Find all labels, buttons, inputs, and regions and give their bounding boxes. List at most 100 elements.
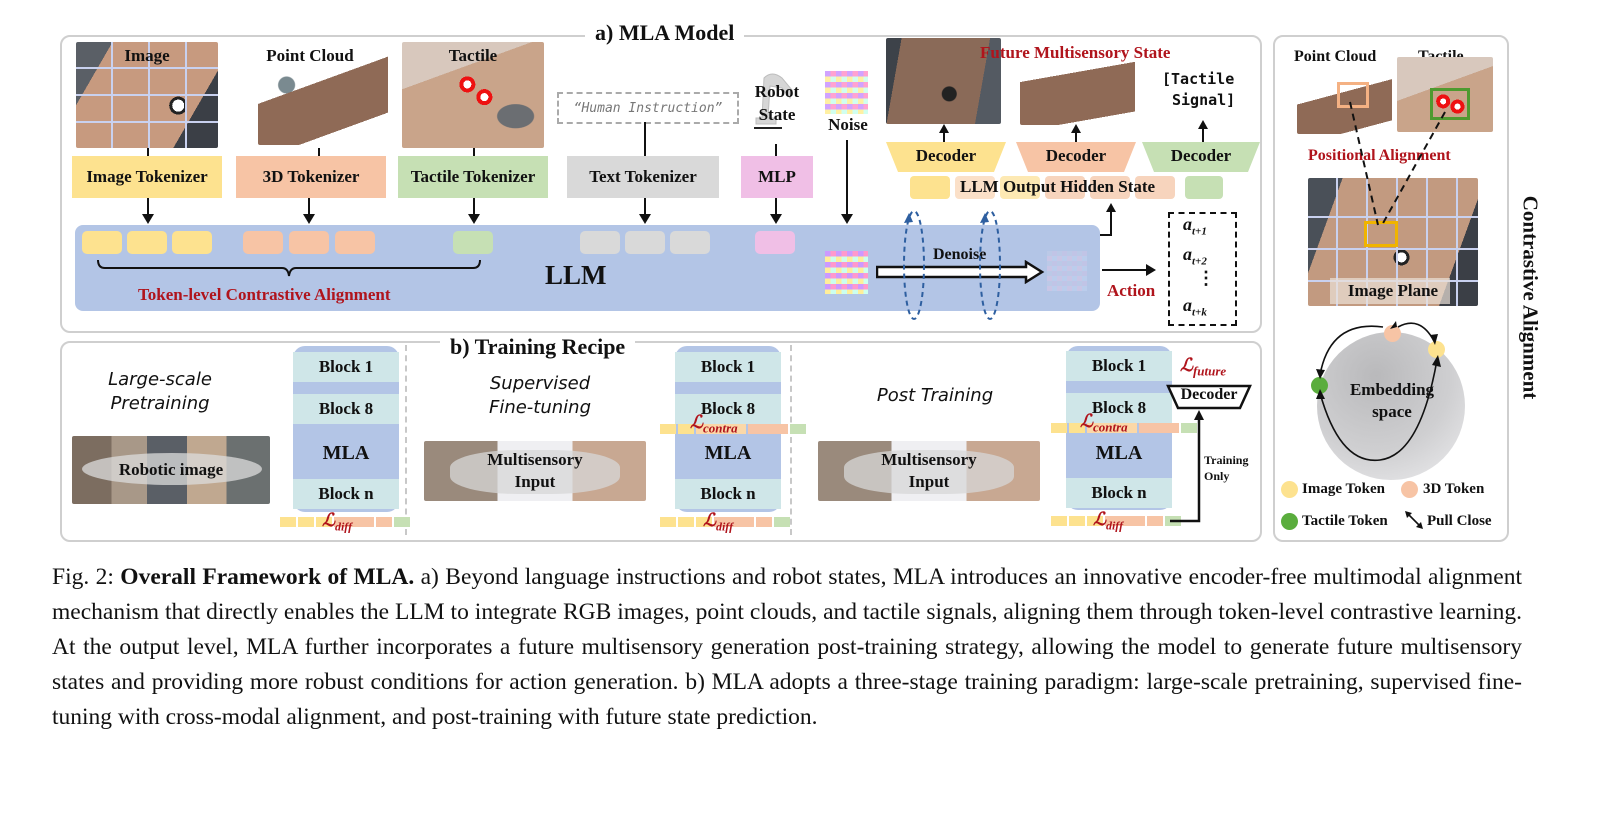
action-item: at+1 (1183, 214, 1207, 238)
embedding-label-1: Embedding (1349, 380, 1435, 399)
stage-1-title: Large-scale Pretraining (108, 369, 212, 414)
3d-token (289, 231, 329, 254)
image-plane-label-bg (1330, 278, 1450, 304)
robot-state-label-1: Robot (754, 82, 800, 101)
image-label: Image (124, 46, 170, 65)
mlp-token (755, 231, 795, 254)
arrow-up (1106, 203, 1116, 236)
legend-pull-close: Pull Close (1427, 513, 1492, 529)
action-item: at+2 (1183, 244, 1207, 268)
denoise-label: Denoise (933, 246, 987, 263)
arrow-down (841, 140, 853, 224)
diff-token-strip (660, 517, 790, 527)
training-only-arrow (1170, 410, 1204, 523)
future-point-cloud-photo (1020, 55, 1135, 125)
tactile-tokenizer: Tactile Tokenizer (398, 156, 548, 198)
block-1: Block 1 (675, 352, 781, 382)
text-token (625, 231, 665, 254)
image-token-dot (1428, 341, 1445, 358)
tactile-label: Tactile (448, 46, 498, 65)
denoise-loop-icon (903, 210, 1001, 320)
text-tokenizer: Text Tokenizer (567, 156, 719, 198)
tactile-signal-line2: Signal] (1172, 91, 1236, 109)
stage-divider (790, 345, 792, 535)
block-8: Block 8 (293, 394, 399, 424)
connector-line (775, 144, 777, 156)
stage-3-title: Post Training (876, 385, 994, 406)
3d-token (243, 231, 283, 254)
noise-input-patch (825, 251, 868, 294)
robotic-image-label: Robotic image (118, 460, 224, 479)
noise-patch (825, 71, 868, 114)
block-n: Block n (293, 479, 399, 509)
robot-state-label-2: State (758, 105, 796, 124)
section-b-title: b) Training Recipe (440, 334, 636, 360)
legend-tactile-token: Tactile Token (1302, 513, 1388, 529)
noise-label: Noise (828, 115, 868, 134)
loss-diff: ℒdiff (1093, 509, 1124, 533)
multisensory-label-1: Multisensory (881, 450, 977, 469)
human-instruction-box: “Human Instruction” (557, 92, 739, 124)
action-sequence-box (1168, 212, 1237, 326)
embedding-label-2: space (1372, 402, 1412, 421)
image-token (172, 231, 212, 254)
loss-diff: ℒdiff (703, 510, 734, 534)
hidden-token (955, 176, 995, 199)
arrow-up (1071, 124, 1081, 142)
block-n: Block n (1066, 478, 1172, 508)
block-1: Block 1 (1066, 351, 1172, 381)
mlp-box: MLP (741, 156, 813, 198)
alignment-dashed-lines (1349, 101, 1446, 226)
caption-title: Overall Framework of MLA. (120, 564, 415, 590)
hidden-token (1185, 176, 1223, 199)
future-image-photo (886, 38, 1001, 124)
connector-line (318, 148, 320, 156)
stage-divider (405, 345, 407, 535)
legend-3d-token: 3D Token (1423, 481, 1485, 497)
point-cloud-label: Point Cloud (266, 46, 354, 65)
hidden-state-connector (1100, 234, 1112, 236)
token-alignment-label: Token-level Contrastive Alignment (138, 285, 391, 304)
action-item: at+k (1183, 295, 1207, 319)
block-1: Block 1 (293, 352, 399, 382)
cc-point-cloud-highlight (1337, 82, 1369, 108)
hidden-token (1000, 176, 1040, 199)
3d-token (335, 231, 375, 254)
hidden-token (1045, 176, 1085, 199)
contra-token-strip (660, 424, 806, 434)
mla-stack-1: Block 1 Block 8 MLA Block n (293, 346, 399, 512)
hidden-token (1090, 176, 1130, 199)
cc-tactile-highlight (1430, 88, 1470, 120)
3d-token-dot (1384, 325, 1401, 342)
mla-label: MLA (1095, 442, 1143, 464)
future-state-title: Future Multisensory State (980, 43, 1171, 62)
hidden-token (910, 176, 950, 199)
connector-line (473, 148, 475, 156)
loss-diff: ℒdiff (322, 510, 353, 534)
tactile-photo (402, 42, 544, 148)
figure-caption: Fig. 2: Overall Framework of MLA. a) Bey… (52, 560, 1522, 735)
loss-contra: ℒcontra (1080, 411, 1128, 435)
legend-tactile-token-dot (1281, 513, 1298, 530)
image-plane-label: Image Plane (1347, 281, 1439, 300)
3d-decoder (1016, 142, 1136, 172)
action-arrow-line (1102, 269, 1148, 271)
arrow-down (639, 198, 651, 224)
contra-token-strip (1051, 423, 1197, 433)
mla-label: MLA (704, 442, 752, 464)
caption-body: a) Beyond language instructions and robo… (52, 564, 1522, 730)
tactile-signal-line1: [Tactile (1162, 70, 1235, 88)
positional-alignment-label: Positional Alignment (1308, 147, 1451, 164)
arrow-down (303, 198, 315, 224)
stage-2-title: Supervised Fine-tuning (488, 373, 592, 418)
robot-arm-icon (752, 70, 802, 130)
image-token (127, 231, 167, 254)
decoder-label: Decoder (915, 146, 977, 165)
tactile-token-dot (1311, 377, 1328, 394)
mla-label: MLA (322, 442, 370, 464)
block-n: Block n (675, 479, 781, 509)
multisensory-label-1: Multisensory (487, 450, 583, 469)
loss-contra: ℒcontra (690, 412, 738, 436)
arrow-down (770, 198, 782, 224)
multisensory-overlay (450, 450, 620, 494)
